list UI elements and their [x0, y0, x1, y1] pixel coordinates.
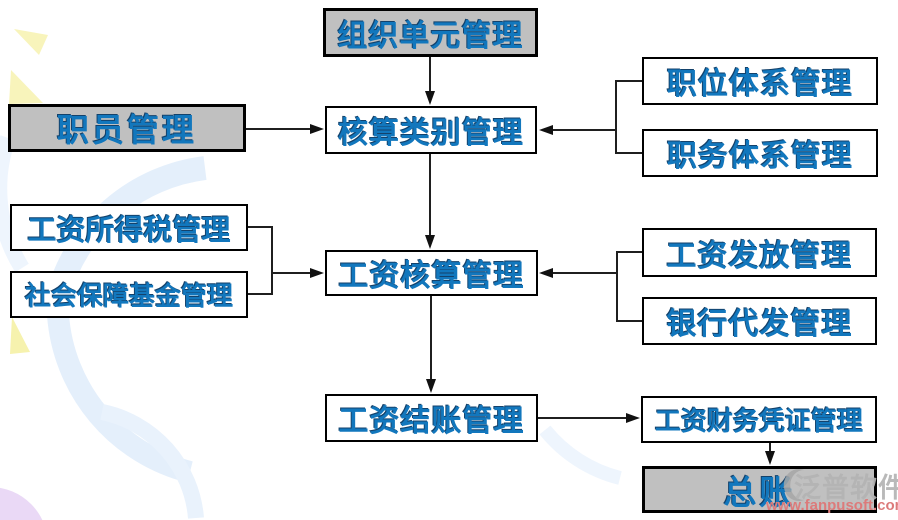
fanpu-logo-icon — [783, 469, 804, 501]
connector-payment-bank-bracket — [616, 251, 642, 322]
bg-yellow-wedge — [14, 29, 48, 55]
arrowhead — [425, 91, 435, 105]
bg-arc — [47, 314, 193, 483]
arrowhead — [310, 268, 324, 278]
arrowhead — [426, 379, 436, 393]
watermark-url-text: www.fanpusoft.com — [766, 497, 898, 514]
node-payroll-financial-voucher-management: 工资财务凭证管理 — [641, 396, 877, 443]
node-general-ledger: 总账 — [642, 466, 877, 513]
bg-yellow-wedge — [9, 70, 43, 104]
node-position-system-management: 职位体系管理 — [642, 57, 878, 105]
connector-tax-social-bracket — [248, 226, 273, 295]
node-job-system-management: 职务体系管理 — [642, 129, 878, 177]
node-salary-payment-management: 工资发放管理 — [642, 228, 877, 277]
connector-position-job-bracket — [615, 80, 642, 154]
bg-arc — [0, 135, 29, 273]
node-accounting-category-management: 核算类别管理 — [325, 106, 537, 154]
arrowhead — [539, 268, 553, 278]
node-bank-agency-payment-management: 银行代发管理 — [642, 297, 877, 345]
arrowhead — [539, 125, 553, 135]
node-payroll-closing-management: 工资结账管理 — [325, 394, 538, 442]
arrowhead — [765, 451, 775, 465]
node-salary-income-tax-management: 工资所得税管理 — [10, 204, 248, 251]
watermark: 泛普软件 www.fanpusoft.com — [766, 464, 898, 520]
node-organization-unit-management: 组织单元管理 — [323, 8, 538, 57]
bg-lavender-blob — [0, 487, 43, 520]
node-employee-management: 职员管理 — [8, 104, 246, 152]
node-payroll-accounting-management: 工资核算管理 — [325, 250, 538, 296]
bg-yellow-wedge — [10, 317, 30, 354]
node-social-security-fund-management: 社会保障基金管理 — [10, 271, 248, 318]
bg-arc — [100, 404, 204, 519]
arrowhead — [425, 235, 435, 249]
watermark-brand-text: 泛普软件 — [794, 473, 898, 504]
bg-arc — [539, 425, 622, 485]
arrowhead — [310, 124, 324, 134]
arrowhead — [626, 413, 640, 423]
